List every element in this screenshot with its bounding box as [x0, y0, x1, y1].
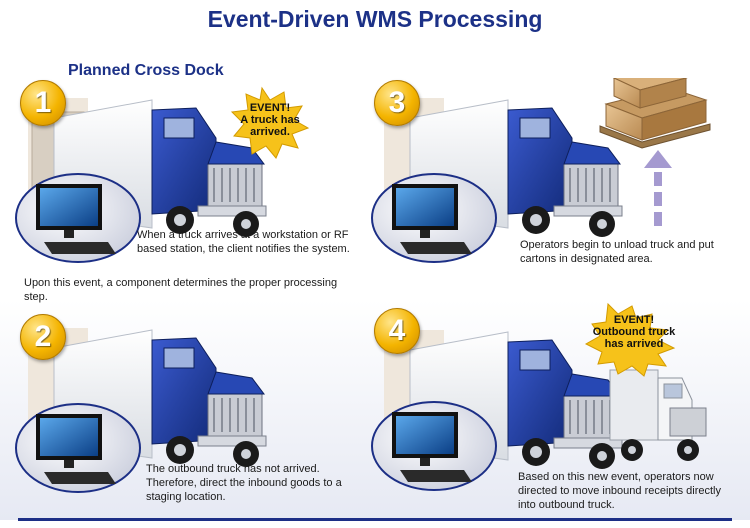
step-4-panel: 4 EVENT! Outbound truck has arrived	[370, 300, 730, 500]
workstation-illustration	[371, 401, 497, 491]
step-4-badge: 4	[374, 308, 420, 354]
event-outbound-arrived-label: EVENT! Outbound truck has arrived	[590, 314, 678, 350]
event-line-1: EVENT!	[249, 102, 291, 114]
keyboard-icon	[400, 242, 472, 254]
step-3-caption: Operators begin to unload truck and put …	[520, 239, 714, 265]
event-burst-icon	[230, 86, 310, 159]
event-line-3: arrived.	[250, 126, 290, 138]
bottom-divider	[18, 518, 732, 521]
step-1-caption: When a truck arrives at a workstation or…	[137, 229, 350, 255]
workstation-illustration	[15, 403, 141, 493]
event-line-1: EVENT!	[613, 314, 655, 326]
step-3-badge: 3	[374, 80, 420, 126]
truck-cab-icon	[507, 107, 623, 237]
up-arrow-icon	[644, 150, 672, 226]
truck-cab-icon	[507, 339, 623, 469]
truck-cab-icon	[151, 107, 267, 237]
workstation-illustration	[15, 173, 141, 263]
step-2-caption: The outbound truck has not arrived. Ther…	[146, 463, 342, 503]
step-4-caption: Based on this new event, operators now d…	[518, 471, 721, 511]
event-line-2: Outbound truck	[592, 326, 676, 338]
event-truck-arrived-label: EVENT! A truck has arrived.	[240, 102, 300, 138]
truck-arrival-illustration	[15, 86, 310, 263]
event-line-3: has arrived	[604, 338, 664, 350]
keyboard-icon	[44, 472, 116, 484]
step-3-panel: 3	[370, 78, 730, 278]
middle-note: Upon this event, a component determines …	[24, 277, 338, 303]
section-subtitle: Planned Cross Dock	[68, 62, 224, 79]
event-burst-icon	[584, 302, 676, 377]
event-line-2: A truck has	[240, 114, 300, 126]
staging-illustration	[15, 328, 267, 493]
workstation-illustration	[371, 173, 497, 263]
cross-dock-illustration	[371, 302, 707, 491]
keyboard-icon	[44, 242, 116, 254]
outbound-truck-icon	[609, 369, 707, 461]
step-1-badge: 1	[20, 80, 66, 126]
step-2-badge: 2	[20, 314, 66, 360]
step-2-panel: 2	[14, 308, 374, 508]
step-1-panel: 1 EVENT! A truck has arrived.	[14, 78, 374, 278]
page-title: Event-Driven WMS Processing	[207, 6, 543, 32]
pallet-boxes-icon	[599, 78, 711, 149]
truck-cab-icon	[151, 337, 267, 467]
keyboard-icon	[400, 470, 472, 482]
